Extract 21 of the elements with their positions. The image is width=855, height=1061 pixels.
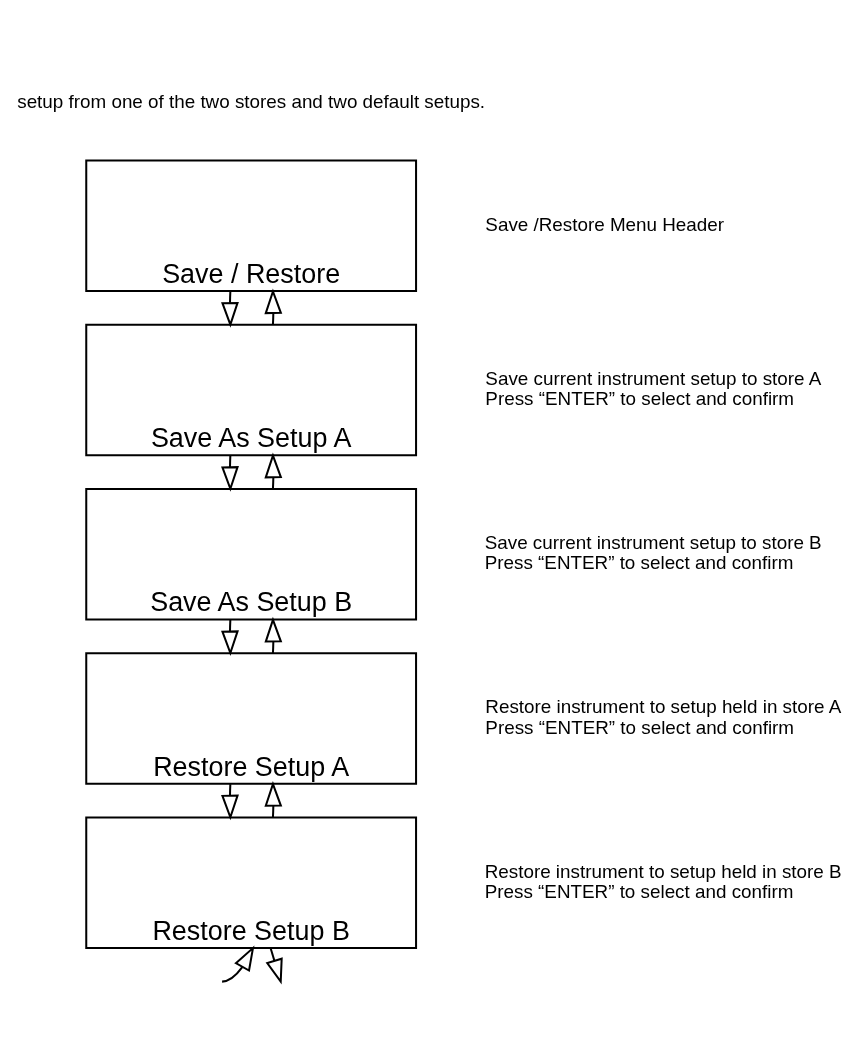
node-box: Save / Restore [85,159,418,293]
arrow [221,945,255,983]
arrow [264,452,283,489]
node-label: Save /Restore Menu Header [485,213,725,235]
node-label: Press “ENTER” to select and confirm [485,388,795,410]
node-label: Press “ENTER” to select and confirm [484,552,794,574]
arrow [264,616,283,654]
node-box: Save As Setup B [85,487,418,621]
node-box: Save As Setup A [85,323,418,457]
arrow [221,291,239,328]
arrow [221,784,239,821]
label: setup from one of the two stores and two default setups. [17,90,486,112]
arrow [264,288,283,325]
node-box: Restore Setup B [85,816,418,949]
node-box: Restore Setup A [85,652,418,785]
node-label: Press “ENTER” to select and confirm [485,716,795,738]
node-label: Restore instrument to setup held in store B [484,860,842,882]
node-label: Save current instrument setup to store B [484,532,822,554]
arrow [265,947,283,985]
node-label: Save current instrument setup to store A [485,367,822,389]
node-label: Restore instrument to setup held in store A [485,696,842,718]
